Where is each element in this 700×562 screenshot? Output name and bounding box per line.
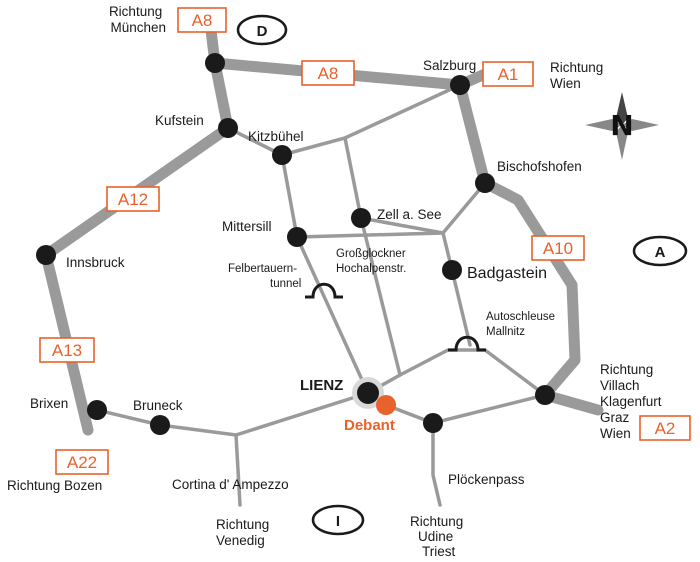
highway-a12: A12 <box>106 186 160 212</box>
motorway-a8-vertical <box>204 16 234 134</box>
city-dot-a8-junction[interactable] <box>205 53 225 73</box>
label-richtung-wien: Richtung Wien <box>550 60 607 91</box>
road-lienz-cortina <box>158 391 370 437</box>
label-brixen: Brixen <box>30 396 68 411</box>
country-italy-label: I <box>336 513 340 530</box>
label-richtung-udine: Richtung Udine Triest <box>410 514 467 559</box>
city-dot-badgastein[interactable] <box>442 260 462 280</box>
road-mittersill-badgastein <box>295 231 445 239</box>
city-dot-salzburg[interactable] <box>450 75 470 95</box>
road-felbertauern <box>295 235 370 395</box>
cities <box>36 53 555 435</box>
label-mittersill: Mittersill <box>222 219 272 234</box>
label-salzburg: Salzburg <box>423 58 476 73</box>
label-innsbruck: Innsbruck <box>66 255 125 270</box>
city-dot-debant[interactable] <box>376 395 396 415</box>
label-richtung-muenchen: Richtung München <box>109 4 166 35</box>
label-bischofshofen: Bischofshofen <box>497 159 582 174</box>
city-dot-bischofshofen[interactable] <box>475 173 495 193</box>
compass-icon: N <box>585 92 659 160</box>
city-dot-kitzbuehel[interactable] <box>272 145 292 165</box>
city-dot-innsbruck[interactable] <box>36 245 56 265</box>
country-italy: I <box>311 504 365 536</box>
country-austria: A <box>632 235 688 267</box>
highway-a22: A22 <box>55 449 109 475</box>
label-grossglockner: Großglockner Hochalpenstr. <box>336 248 409 275</box>
label-ploeckenpass: Plöckenpass <box>448 472 525 487</box>
label-felbertauern: Felbertauern- tunnel <box>228 263 301 290</box>
highway-a8-mid: A8 <box>301 60 355 86</box>
city-dot-brixen[interactable] <box>87 400 107 420</box>
label-badgastein: Badgastein <box>467 265 547 282</box>
felbertauern-tunnel-icon <box>305 282 343 299</box>
city-dot-bruneck[interactable] <box>150 415 170 435</box>
svg-text:A8: A8 <box>318 64 339 83</box>
city-dot-mittersill[interactable] <box>287 227 307 247</box>
road-kufstein-kitzbuehel <box>226 126 284 157</box>
road-grossglockner <box>359 216 402 377</box>
road-kitzbuehel-mittersill <box>280 153 299 239</box>
svg-text:A8: A8 <box>192 11 213 30</box>
road-cortina-venedig <box>234 433 242 507</box>
highway-a8-top: A8 <box>177 7 227 33</box>
label-kufstein: Kufstein <box>155 113 204 128</box>
highway-a10: A10 <box>531 235 585 261</box>
highway-a13: A13 <box>39 337 95 363</box>
svg-text:A10: A10 <box>543 239 573 258</box>
road-ploeckenpass <box>431 421 442 507</box>
label-lienz: LIENZ <box>300 377 343 394</box>
label-richtung-villach: Richtung Villach Klagenfurt Graz Wien <box>600 362 665 441</box>
city-dot-kufstein[interactable] <box>218 118 238 138</box>
label-autoschleuse: Autoschleuse Mallnitz <box>486 311 558 338</box>
label-cortina: Cortina d' Ampezzo <box>172 477 289 492</box>
svg-text:A12: A12 <box>118 190 148 209</box>
city-dot-zell-am-see[interactable] <box>351 208 371 228</box>
road-kitzbuehel-salzburg <box>280 83 462 157</box>
label-richtung-venedig: Richtung Venedig <box>216 517 273 548</box>
road-badgastein-mallnitz <box>450 268 472 347</box>
country-austria-label: A <box>655 244 666 261</box>
label-richtung-bozen: Richtung Bozen <box>7 478 102 493</box>
city-dot-lienz[interactable] <box>357 382 379 404</box>
label-bruneck: Bruneck <box>133 398 183 413</box>
svg-text:A22: A22 <box>67 453 97 472</box>
place-labels: Richtung München Salzburg Richtung Wien … <box>7 4 665 559</box>
compass-north-label: N <box>610 109 633 142</box>
label-debant: Debant <box>344 417 395 434</box>
highway-a1: A1 <box>482 61 534 87</box>
autoschleuse-tunnel-icon <box>448 335 486 352</box>
road-zell-branch <box>343 136 363 220</box>
country-germany: D <box>236 14 288 46</box>
svg-text:A13: A13 <box>52 341 82 360</box>
city-dot-villach-junction[interactable] <box>535 385 555 405</box>
highway-a2: A2 <box>639 415 691 441</box>
city-dot-ploeckenpass[interactable] <box>423 413 443 433</box>
label-zell-am-see: Zell a. See <box>377 207 442 222</box>
road-bruneck-brixen <box>95 408 162 427</box>
label-kitzbuehel: Kitzbühel <box>248 129 304 144</box>
svg-text:A2: A2 <box>655 419 676 438</box>
svg-text:A1: A1 <box>498 65 519 84</box>
country-germany-label: D <box>257 23 268 40</box>
